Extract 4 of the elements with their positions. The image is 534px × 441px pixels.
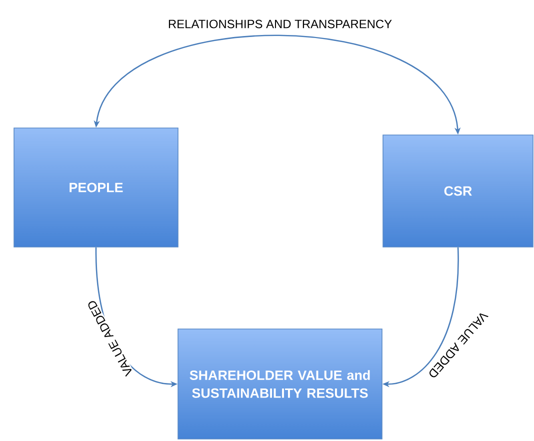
edge-label: RELATIONSHIPS AND TRANSPARENCY [166,18,394,30]
process-box: CSR [382,134,534,248]
process-box: PEOPLE [14,128,178,248]
process-box: SHAREHOLDER VALUE and SUSTAINABILITY RESULTS [178,328,382,440]
